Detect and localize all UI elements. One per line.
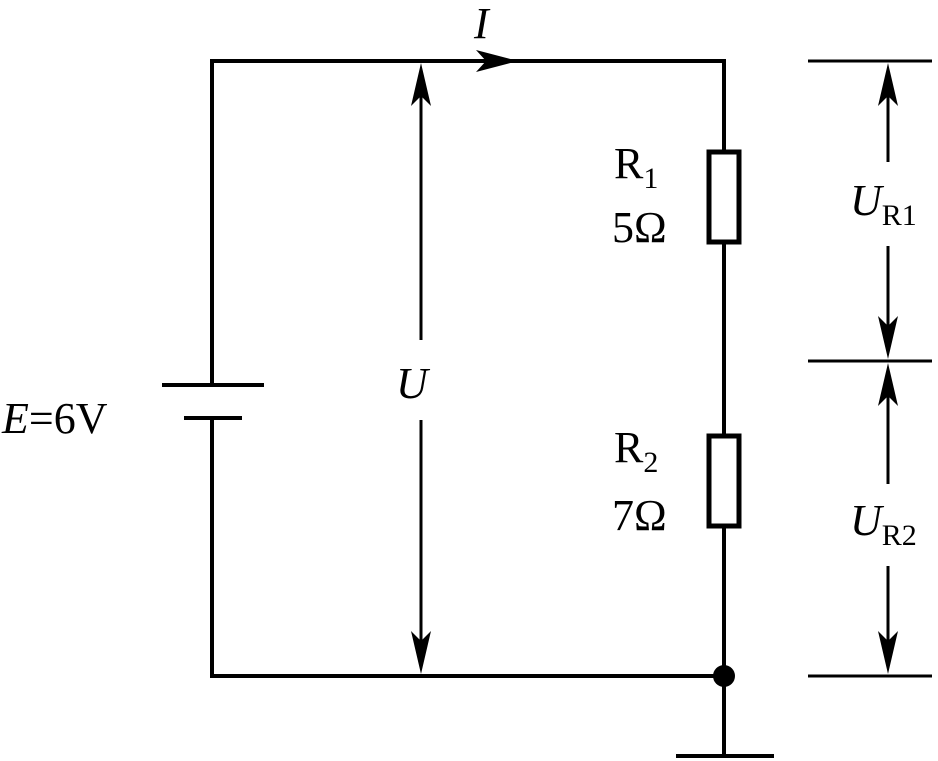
ur2-arrowhead-up [878,363,898,406]
ur2-arrowhead-down [878,631,898,674]
current-direction-arrow [476,50,518,72]
ur1-arrowhead-up [878,63,898,106]
resistor-r2 [706,433,742,529]
ur2-symbol: U [850,496,885,545]
u-arrowhead-up [411,63,431,106]
ur1-subscript: R1 [882,199,917,232]
source-label: E=6V [1,394,108,443]
ur2-subscript: R2 [882,519,917,552]
voltage-u-arrow [411,63,431,674]
r1-value: 5Ω [612,203,667,252]
r2-value: 7Ω [612,491,667,540]
resistor-r1 [706,149,742,245]
current-label: I [473,0,491,48]
voltage-u-label: U [396,359,431,408]
r1-letter: R [614,139,644,188]
r1-index: 1 [643,162,658,195]
r1-name: R1 [614,139,658,195]
circuit-wiring [210,59,726,678]
ur2-label: UR2 [850,496,917,552]
r2-name: R2 [614,423,658,479]
ur1-arrowhead-down [878,316,898,359]
r2-index: 2 [643,446,658,479]
r2-letter: R [614,423,644,472]
battery-symbol [162,383,264,420]
source-value: =6V [29,394,108,443]
ur1-label: UR1 [850,176,917,232]
source-symbol: E [1,394,29,443]
ur1-symbol: U [850,176,885,225]
voltage-dimension-lines [808,59,932,678]
u-arrowhead-down [411,631,431,674]
